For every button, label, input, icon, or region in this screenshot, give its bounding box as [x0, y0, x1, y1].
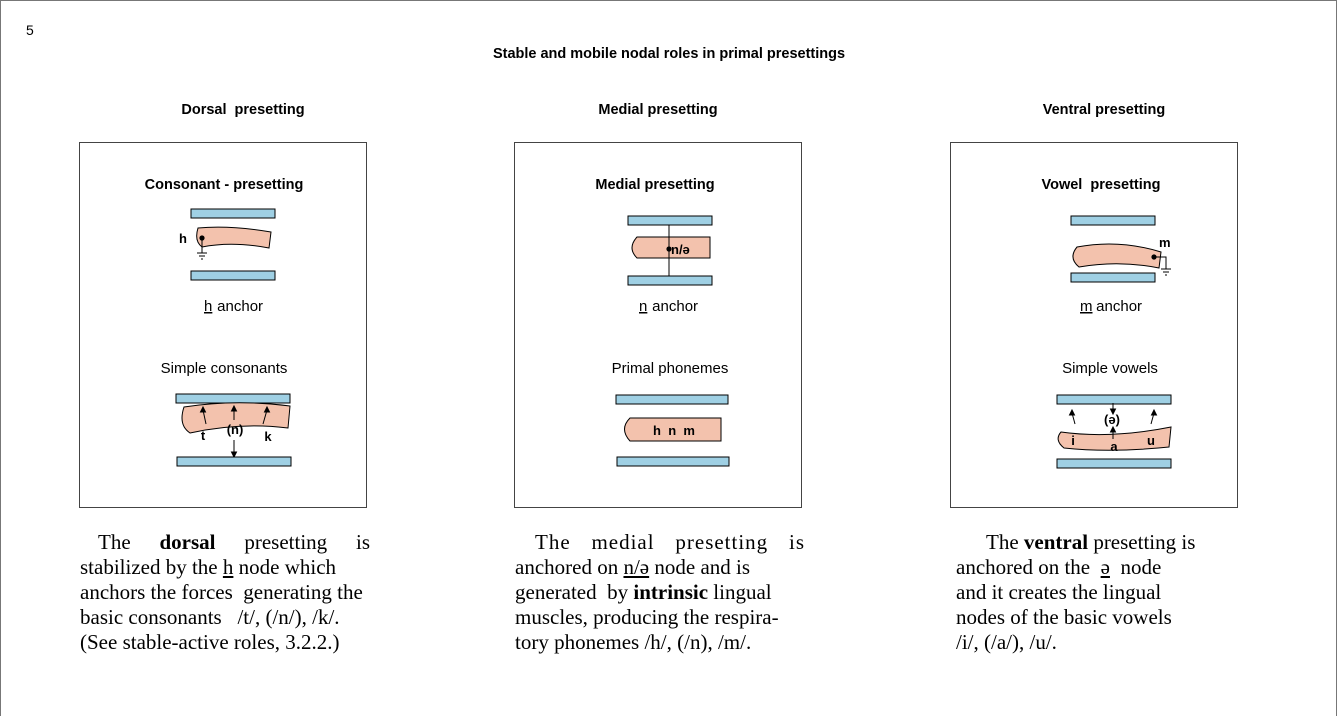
- page-title: Stable and mobile nodal roles in primal …: [492, 46, 846, 62]
- medial-panel: Medial presetting n/ə n anchor Primal ph…: [514, 142, 802, 508]
- upper-bar: [190, 208, 276, 219]
- lower-bar: [1056, 458, 1172, 469]
- tongue-shape: [1072, 243, 1162, 269]
- dorsal-description: The dorsal presetting is stabilized by t…: [80, 530, 371, 654]
- lower-title: Simple consonants: [161, 360, 288, 377]
- medial-heading: Medial presetting: [598, 102, 718, 118]
- tongue-shape: [181, 402, 291, 434]
- phoneme-a: a: [1110, 439, 1118, 454]
- phoneme-u: u: [1147, 433, 1155, 448]
- anchor-letter: m: [1080, 298, 1093, 315]
- upper-bar: [627, 215, 713, 226]
- ventral-panel-title: Vowel presetting: [1042, 177, 1161, 193]
- tongue-shape: [196, 226, 272, 249]
- upper-bar: [1056, 394, 1172, 405]
- anchor-word: anchor: [648, 298, 698, 315]
- anchor-node: [666, 246, 672, 252]
- force-arrows: [1068, 403, 1158, 439]
- anchor-letter: n: [639, 298, 647, 315]
- ground-icon: [1161, 268, 1171, 276]
- upper-bar: [615, 394, 729, 405]
- tongue-shape: [624, 417, 722, 442]
- lower-title: Simple vowels: [1062, 360, 1158, 377]
- ventral-panel: Vowel presetting m m anchor Simple vowel…: [950, 142, 1238, 508]
- lower-bar: [616, 456, 730, 467]
- upper-bar: [175, 393, 291, 404]
- anchor-word: anchor: [213, 298, 263, 315]
- phoneme-k: k: [264, 429, 272, 444]
- anchor-word: anchor: [1092, 298, 1142, 315]
- lower-bar: [190, 270, 276, 281]
- phoneme-i: i: [1071, 433, 1075, 448]
- dorsal-panel-title: Consonant - presetting: [145, 177, 304, 193]
- phonemes-hnm: h n m: [653, 423, 695, 438]
- anchor-letter: h: [204, 298, 212, 315]
- node-label: h: [179, 231, 187, 246]
- lower-bar: [1070, 272, 1156, 283]
- phoneme-n: (n): [227, 422, 244, 437]
- ventral-description: The ventral presetting is anchored on th…: [956, 530, 1196, 654]
- phoneme-t: t: [201, 428, 206, 443]
- upper-bar: [1070, 215, 1156, 226]
- node-label: n/ə: [671, 242, 690, 257]
- tongue-shape: [1057, 426, 1172, 451]
- medial-description: The medial presetting is anchored on n/ə…: [515, 530, 805, 654]
- node-label: m: [1159, 235, 1171, 250]
- phoneme-schwa: (ə): [1104, 412, 1120, 427]
- page-number: 5: [26, 22, 34, 38]
- medial-panel-title: Medial presetting: [595, 177, 714, 193]
- lower-title: Primal phonemes: [612, 360, 729, 377]
- ventral-heading: Ventral presetting: [1042, 102, 1166, 118]
- lower-bar: [627, 275, 713, 286]
- lower-bar: [176, 456, 292, 467]
- ground-icon: [197, 252, 207, 260]
- dorsal-heading: Dorsal presetting: [181, 102, 305, 118]
- force-arrows: [199, 404, 271, 459]
- dorsal-panel: Consonant - presetting h h anchor Simple…: [79, 142, 367, 508]
